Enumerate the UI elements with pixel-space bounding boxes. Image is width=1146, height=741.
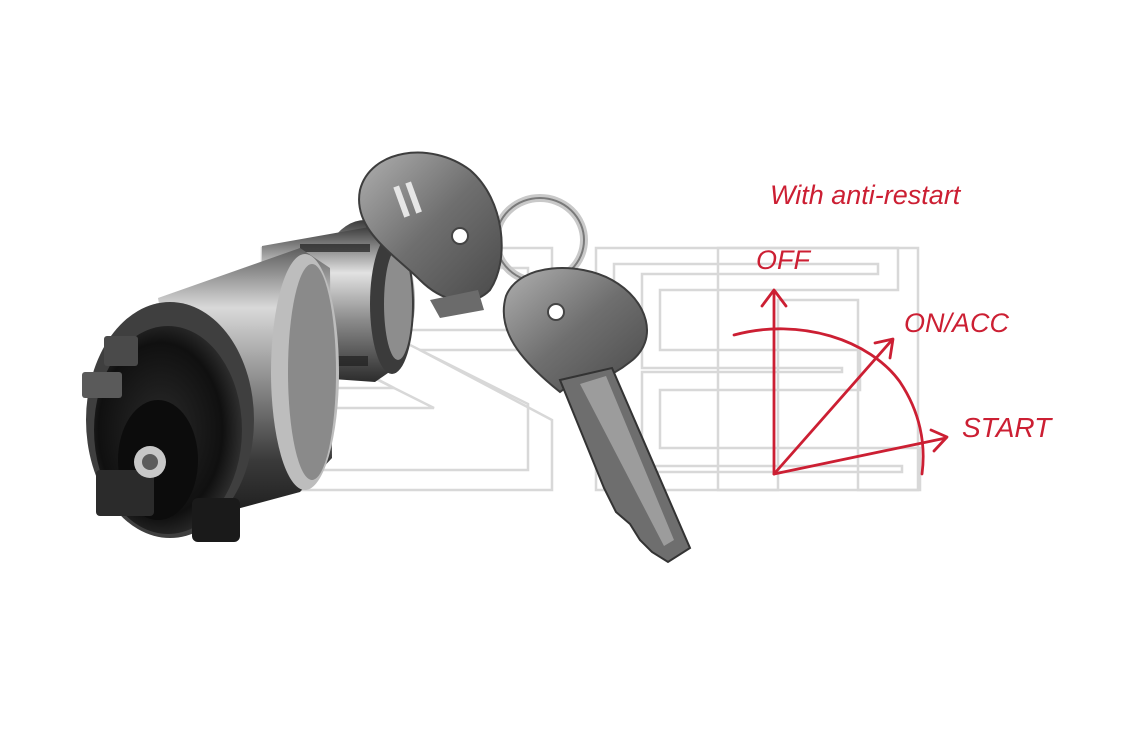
on-acc-arrow-shaft (772, 338, 894, 476)
ignition-switch-with-keys-photo (82, 151, 692, 564)
start-arrowhead-icon (929, 428, 949, 453)
position-label-start: START (962, 412, 1052, 443)
key-upper (358, 151, 503, 318)
start-arrow-shaft (772, 436, 948, 476)
rotation-arc (732, 327, 925, 476)
position-label-on-acc: ON/ACC (904, 308, 1010, 338)
key-lower (502, 267, 692, 564)
position-label-off: OFF (756, 245, 810, 275)
switch-terminal-face (82, 326, 242, 542)
on-acc-arrowhead-icon (873, 337, 895, 360)
switch-positions-diagram (732, 288, 949, 476)
diagram-caption: With anti-restart (770, 180, 961, 210)
off-arrowhead-icon (760, 288, 788, 308)
